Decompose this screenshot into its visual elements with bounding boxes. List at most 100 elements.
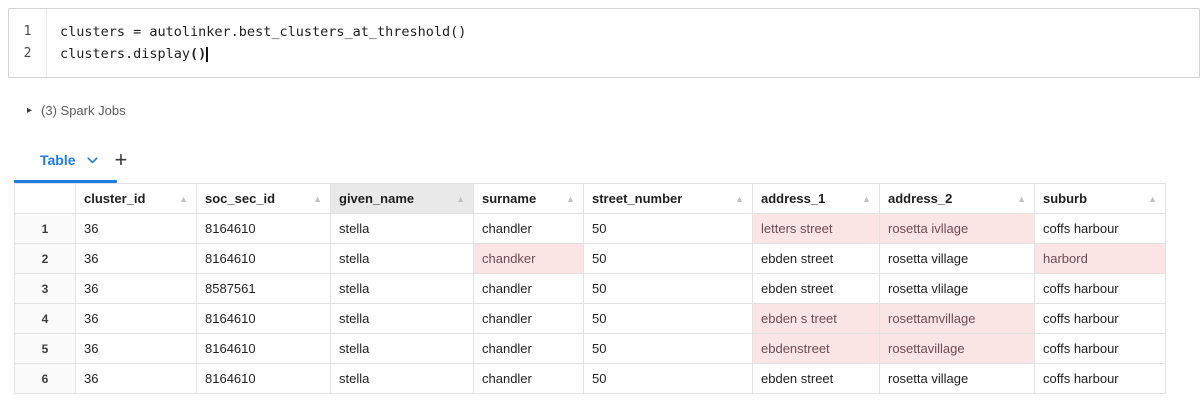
cell-given_name: stella (330, 213, 474, 244)
cell-address_2: rosetta village (879, 363, 1035, 394)
column-header-label: street_number (592, 191, 683, 206)
column-header-label: address_1 (761, 191, 826, 206)
column-header-label: cluster_id (84, 191, 146, 206)
cell-given_name: stella (330, 333, 474, 364)
cell-address_1: ebdenstreet (752, 333, 880, 364)
column-header-given_name[interactable]: given_name ▲ (330, 183, 474, 214)
sort-arrow-icon[interactable]: ▲ (1148, 193, 1157, 204)
cell-cluster_id: 36 (75, 363, 197, 394)
sort-arrow-icon[interactable]: ▲ (735, 193, 744, 204)
expand-arrow-icon[interactable]: ▸ (27, 105, 33, 116)
cell-suburb: coffs harbour (1034, 303, 1166, 334)
cell-cluster_id: 36 (75, 213, 197, 244)
sort-arrow-icon[interactable]: ▲ (566, 193, 575, 204)
row-index: 1 (14, 213, 76, 244)
line-number: 2 (23, 46, 32, 61)
spark-jobs-label: (3) Spark Jobs (41, 103, 126, 118)
column-header-cluster_id[interactable]: cluster_id ▲ (75, 183, 197, 214)
cell-street_number: 50 (583, 213, 753, 244)
cell-surname: chandler (473, 213, 584, 244)
results-table: cluster_id▲soc_sec_id▲given_name▲surname… (14, 183, 1166, 394)
cell-suburb: harbord (1034, 243, 1166, 274)
cell-street_number: 50 (583, 363, 753, 394)
cell-address_2: rosettamvillage (879, 303, 1035, 334)
sort-arrow-icon[interactable]: ▲ (862, 193, 871, 204)
cell-address_1: letters street (752, 213, 880, 244)
cell-street_number: 50 (583, 273, 753, 304)
active-tab-underline (14, 180, 117, 183)
column-header-soc_sec_id[interactable]: soc_sec_id ▲ (196, 183, 331, 214)
results-panel: Table + cluster_id▲soc_sec_id▲given_name… (14, 137, 1200, 394)
cell-surname: chandler (473, 303, 584, 334)
cell-street_number: 50 (583, 303, 753, 334)
cell-street_number: 50 (583, 243, 753, 274)
cell-suburb: coffs harbour (1034, 363, 1166, 394)
column-header-label: suburb (1043, 191, 1088, 206)
cell-suburb: coffs harbour (1034, 273, 1166, 304)
cell-address_2: rosetta village (879, 243, 1035, 274)
cell-surname: chandler (473, 273, 584, 304)
sort-arrow-icon[interactable]: ▲ (179, 193, 188, 204)
code-lines[interactable]: clusters = autolinker.best_clusters_at_t… (47, 9, 466, 77)
cell-cluster_id: 36 (75, 273, 197, 304)
code-text: clusters.display (60, 46, 191, 62)
column-header-label: soc_sec_id (205, 191, 276, 206)
cell-given_name: stella (330, 303, 474, 334)
cell-soc_sec_id: 8164610 (196, 363, 331, 394)
code-line[interactable]: clusters.display() (60, 43, 466, 65)
cell-surname: chandler (473, 363, 584, 394)
row-index: 6 (14, 363, 76, 394)
cell-soc_sec_id: 8164610 (196, 243, 331, 274)
cell-soc_sec_id: 8164610 (196, 333, 331, 364)
add-visualization-button[interactable]: + (114, 147, 128, 172)
cell-cluster_id: 36 (75, 333, 197, 364)
cell-given_name: stella (330, 273, 474, 304)
cell-cluster_id: 36 (75, 303, 197, 334)
spark-jobs-toggle[interactable]: ▸ (3) Spark Jobs (27, 103, 126, 118)
cell-address_1: ebden street (752, 273, 880, 304)
cell-soc_sec_id: 8587561 (196, 273, 331, 304)
row-index: 5 (14, 333, 76, 364)
cell-given_name: stella (330, 243, 474, 274)
chevron-down-icon[interactable] (86, 156, 98, 164)
sort-arrow-icon[interactable]: ▲ (1017, 193, 1026, 204)
index-column-header (14, 183, 76, 214)
column-header-street_number[interactable]: street_number ▲ (583, 183, 753, 214)
row-index: 4 (14, 303, 76, 334)
sort-arrow-icon[interactable]: ▲ (313, 193, 322, 204)
cell-address_2: rosettavillage (879, 333, 1035, 364)
tab-table[interactable]: Table (14, 152, 98, 168)
table-header-row: cluster_id▲soc_sec_id▲given_name▲surname… (14, 183, 1166, 214)
cell-address_1: ebden street (752, 363, 880, 394)
column-header-address_2[interactable]: address_2 ▲ (879, 183, 1035, 214)
text-cursor (206, 47, 209, 62)
cell-given_name: stella (330, 363, 474, 394)
column-header-suburb[interactable]: suburb ▲ (1034, 183, 1166, 214)
line-number: 1 (23, 24, 32, 39)
column-header-address_1[interactable]: address_1 ▲ (752, 183, 880, 214)
column-header-label: address_2 (888, 191, 953, 206)
cell-street_number: 50 (583, 333, 753, 364)
row-index: 2 (14, 243, 76, 274)
cell-address_2: rosetta vlilage (879, 273, 1035, 304)
cell-surname: chandler (473, 333, 584, 364)
cell-surname: chandker (473, 243, 584, 274)
results-tab-bar: Table + (14, 137, 1200, 183)
code-text: clusters = autolinker.best_clusters_at_t… (60, 24, 467, 40)
cell-address_2: rosetta ivllage (879, 213, 1035, 244)
column-header-surname[interactable]: surname▲ (473, 183, 584, 214)
code-line[interactable]: clusters = autolinker.best_clusters_at_t… (60, 21, 466, 43)
cell-cluster_id: 36 (75, 243, 197, 274)
column-header-label: given_name (339, 191, 415, 206)
sort-arrow-icon[interactable]: ▲ (456, 193, 465, 204)
tab-table-label: Table (40, 152, 76, 168)
cell-suburb: coffs harbour (1034, 213, 1166, 244)
